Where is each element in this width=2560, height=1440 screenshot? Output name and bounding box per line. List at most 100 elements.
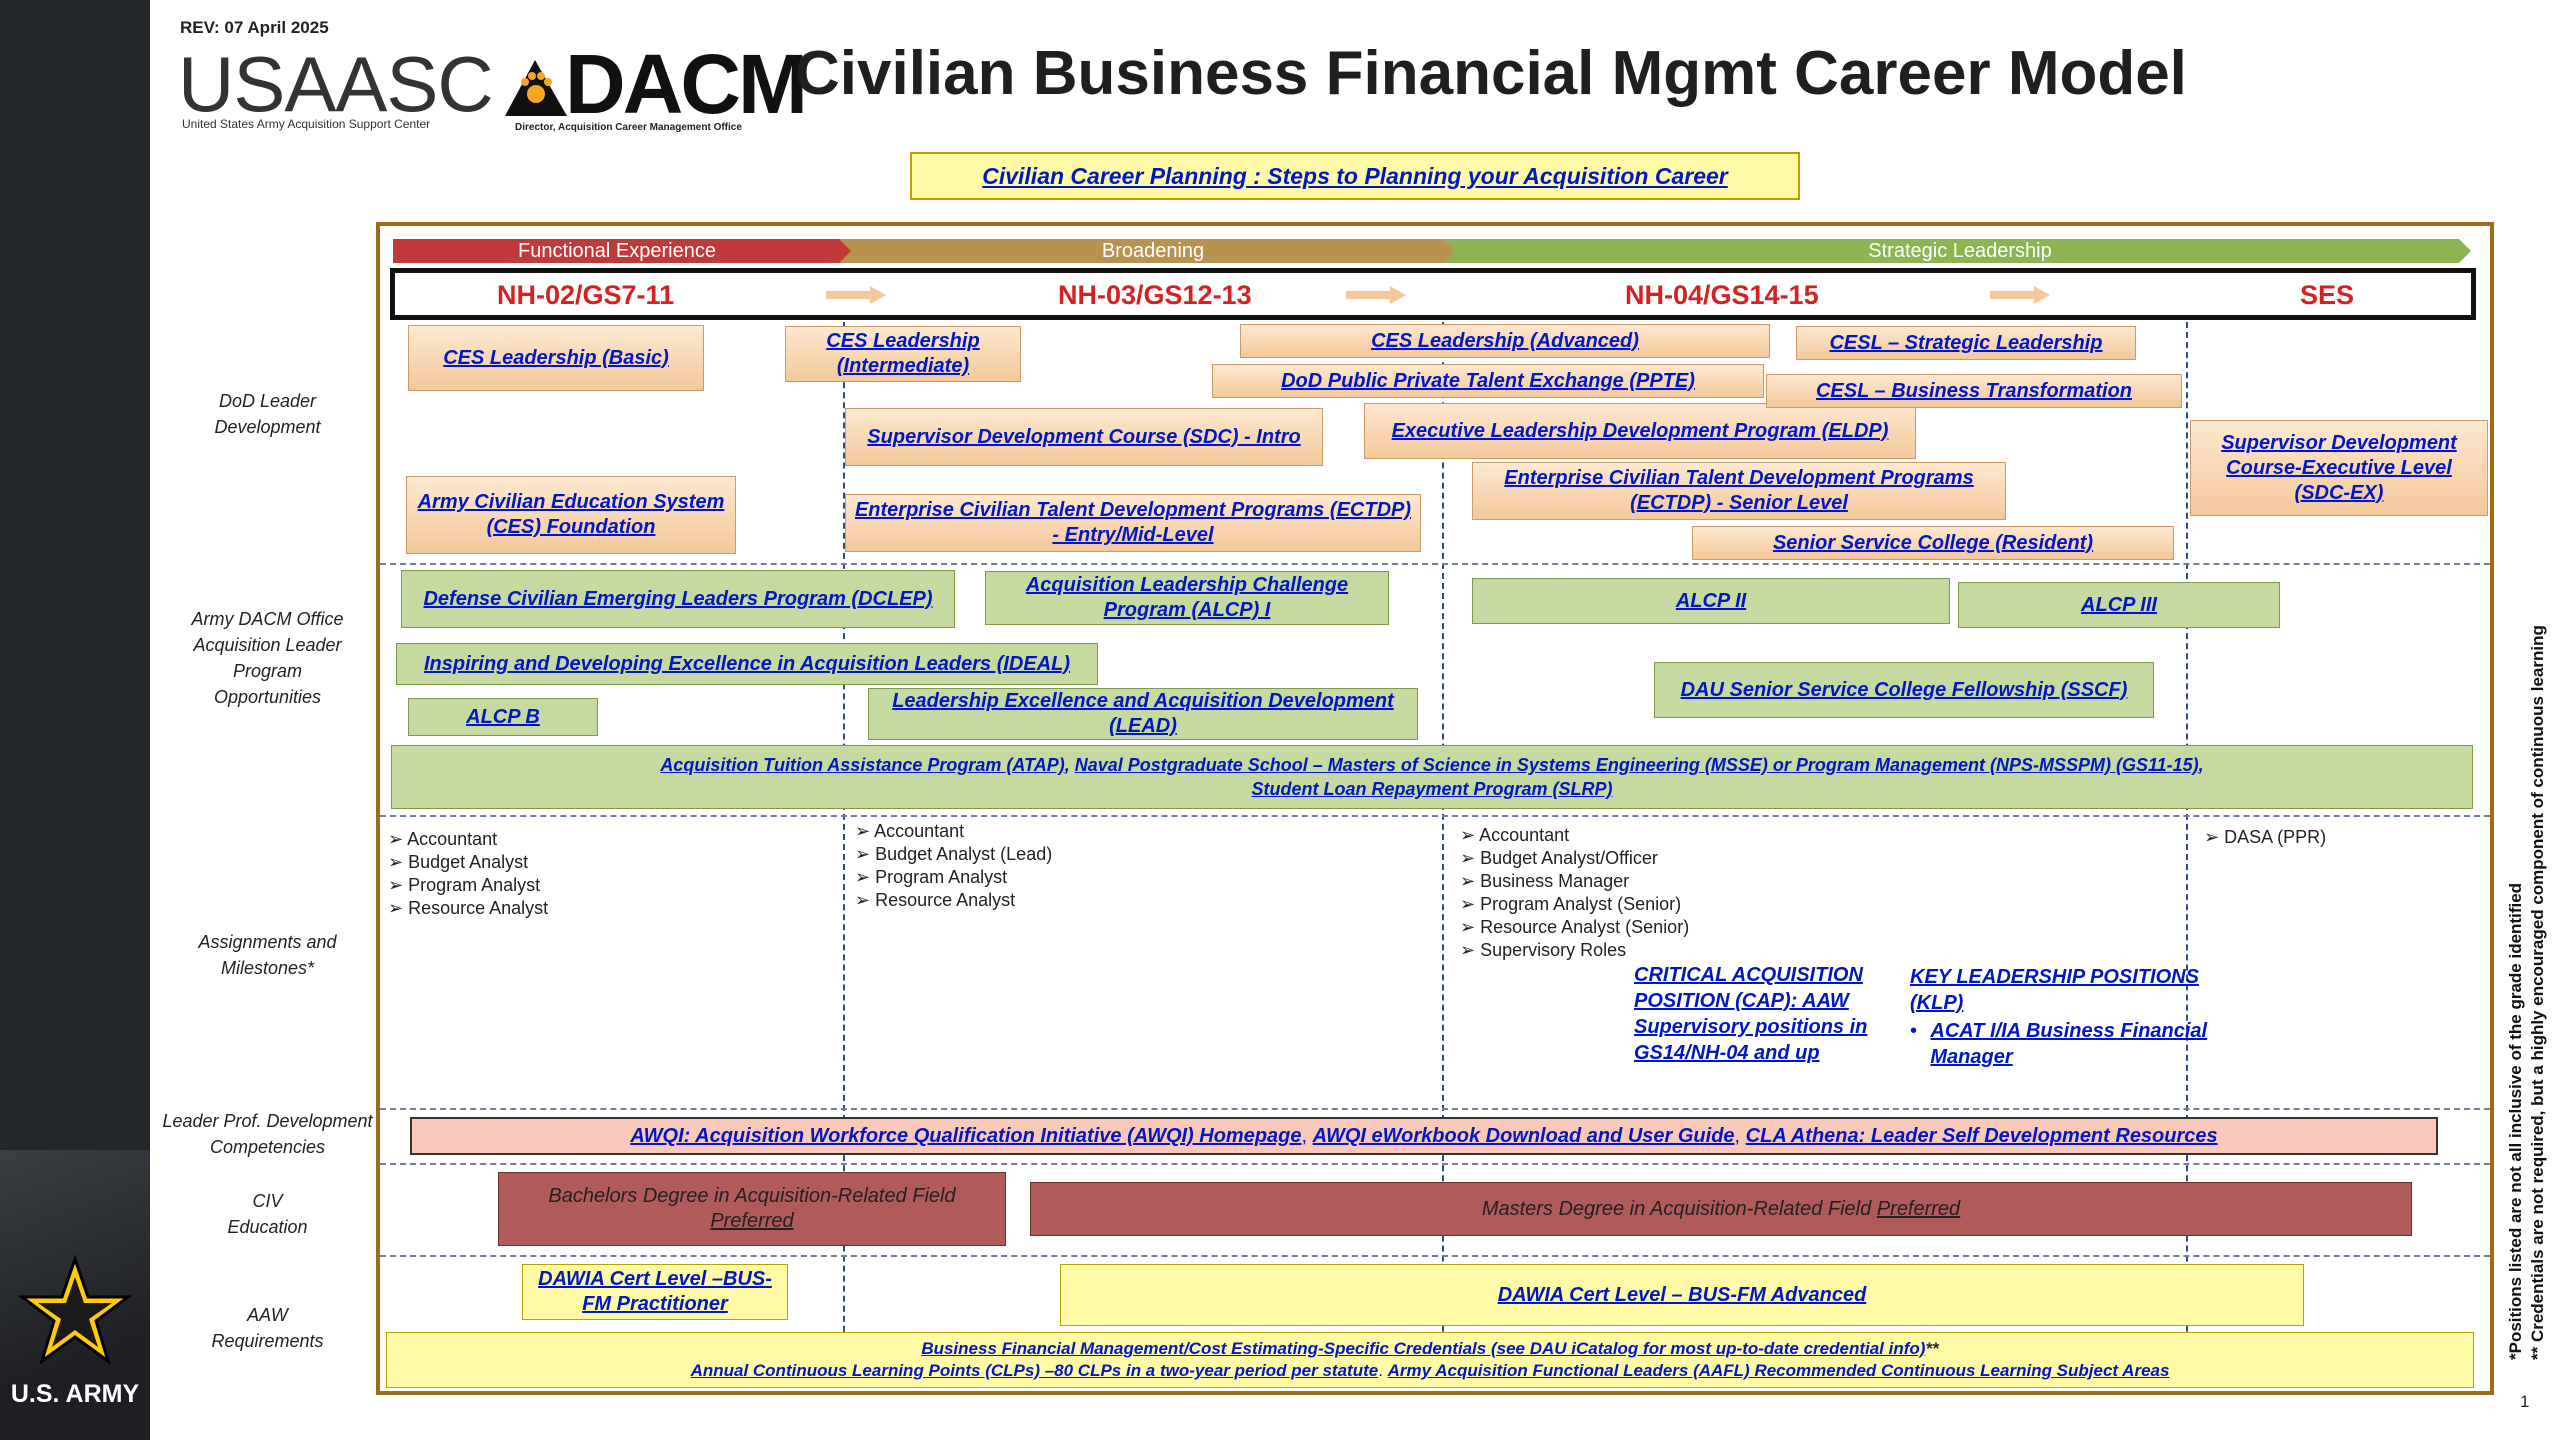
cesl-business-transformation-box: CESL – Business Transformation	[1766, 374, 2182, 408]
grade-arrow-icon	[1346, 286, 1406, 304]
footnotes: *Positions listed are not all inclusive …	[2505, 560, 2547, 1360]
ces-foundation-link[interactable]: Army Civilian Education System (CES) Fou…	[417, 491, 725, 538]
alcp-ii-link[interactable]: ALCP II	[1675, 589, 1747, 612]
sdc-intro-box: Supervisor Development Course (SDC) - In…	[845, 408, 1323, 466]
awqi-separator: ,	[1301, 1124, 1313, 1147]
sdc-executive-link[interactable]: Supervisor Development Course-Executive …	[2221, 431, 2457, 504]
cesl-business-transformation-link[interactable]: CESL – Business Transformation	[1815, 379, 2132, 402]
ces-leadership-intermediate-link[interactable]: CES Leadership (Intermediate)	[826, 330, 980, 377]
senior-service-college-box: Senior Service College (Resident)	[1692, 526, 2174, 560]
page-number: 1	[2520, 1392, 2530, 1411]
dawia-advanced-link[interactable]: DAWIA Cert Level – BUS-FM Advanced	[1497, 1283, 1867, 1306]
dawia-practitioner-box: DAWIA Cert Level –BUS-FM Practitioner	[522, 1264, 788, 1320]
list-item: Accountant	[855, 820, 1052, 843]
ces-leadership-advanced-box: CES Leadership (Advanced)	[1240, 324, 1770, 358]
grade-arrow-icon	[826, 286, 886, 304]
ideal-link[interactable]: Inspiring and Developing Excellence in A…	[423, 652, 1071, 675]
cesl-strategic-leadership-link[interactable]: CESL – Strategic Leadership	[1829, 331, 2103, 354]
column-divider	[2186, 322, 2188, 1382]
dau-icatalog-link[interactable]: (see DAU iCatalog for most up-to-date cr…	[1486, 1339, 1926, 1358]
atap-link[interactable]: Acquisition Tuition Assistance Program (…	[660, 755, 1065, 775]
awqi-eworkbook-link[interactable]: AWQI eWorkbook Download and User Guide	[1312, 1124, 1735, 1147]
dclep-link[interactable]: Defense Civilian Emerging Leaders Progra…	[423, 587, 933, 610]
nps-link[interactable]: Naval Postgraduate School – Masters of S…	[1074, 755, 2199, 775]
phase-strategic-leadership: Strategic Leadership	[1868, 239, 2052, 262]
eldp-link[interactable]: Executive Leadership Development Program…	[1391, 419, 1889, 442]
list-item: Budget Analyst (Lead)	[855, 843, 1052, 866]
credentials-box: Business Financial Management/Cost Estim…	[386, 1332, 2474, 1388]
clp-link[interactable]: Annual Continuous Learning Points (CLPs)…	[690, 1361, 1379, 1380]
usaasc-logo: USAASC	[178, 40, 494, 128]
list-item: Resource Analyst	[855, 889, 1052, 912]
list-item: Program Analyst (Senior)	[1460, 893, 1689, 916]
dacm-paw-icon	[505, 60, 567, 116]
army-sidebar	[0, 0, 150, 1440]
dawia-practitioner-link[interactable]: DAWIA Cert Level –BUS-FM Practitioner	[538, 1268, 772, 1315]
ppte-box: DoD Public Private Talent Exchange (PPTE…	[1212, 364, 1764, 398]
row-divider	[380, 1255, 2490, 1257]
klp-box: KEY LEADERSHIP POSITIONS (KLP) •ACAT I/I…	[1910, 964, 2240, 1070]
bachelors-preferred: Preferred	[710, 1210, 794, 1232]
sdc-intro-link[interactable]: Supervisor Development Course (SDC) - In…	[867, 425, 1301, 448]
atap-box: Acquisition Tuition Assistance Program (…	[391, 745, 2473, 809]
assignments-col3: Accountant Budget Analyst/Officer Busine…	[1460, 824, 1689, 962]
list-item: Supervisory Roles	[1460, 939, 1689, 962]
alcp-b-link[interactable]: ALCP B	[466, 705, 540, 728]
ces-leadership-basic-link[interactable]: CES Leadership (Basic)	[443, 346, 669, 369]
list-item: Resource Analyst	[388, 897, 548, 920]
row-label-civ-education: CIV Education	[227, 1191, 308, 1237]
usaasc-logo-subtitle: United States Army Acquisition Support C…	[182, 117, 431, 131]
senior-service-college-link[interactable]: Senior Service College (Resident)	[1772, 531, 2094, 554]
masters-degree-text: Masters Degree in Acquisition-Related Fi…	[1481, 1197, 1877, 1220]
row-label-dod-leader-development: DoD Leader Development	[214, 391, 321, 437]
row-label-leader-prof-development: Leader Prof. Development Competencies	[162, 1111, 373, 1157]
dawia-advanced-box: DAWIA Cert Level – BUS-FM Advanced	[1060, 1264, 2304, 1326]
list-item: Accountant	[1460, 824, 1689, 847]
alcp-i-box: Acquisition Leadership Challenge Program…	[985, 571, 1389, 625]
grade-ses: SES	[2300, 280, 2355, 310]
cla-athena-link[interactable]: CLA Athena: Leader Self Development Reso…	[1745, 1124, 2218, 1147]
list-item: Accountant	[388, 828, 548, 851]
ectdp-entry-mid-link[interactable]: Enterprise Civilian Talent Development P…	[854, 499, 1412, 546]
cap-box: CRITICAL ACQUISITION POSITION (CAP): AAW…	[1634, 962, 1894, 1066]
ectdp-senior-link[interactable]: Enterprise Civilian Talent Development P…	[1504, 467, 1974, 514]
list-item: DASA (PPR)	[2204, 826, 2326, 849]
credentials-link[interactable]: Business Financial Management/Cost Estim…	[921, 1339, 1487, 1358]
career-planning-link[interactable]: Civilian Career Planning : Steps to Plan…	[982, 162, 1728, 189]
grade-arrow-icon	[1990, 286, 2050, 304]
phase-arrows	[393, 239, 2471, 263]
lead-link[interactable]: Leadership Excellence and Acquisition De…	[892, 690, 1394, 737]
clp-separator: .	[1378, 1361, 1388, 1380]
ces-leadership-basic-box: CES Leadership (Basic)	[408, 325, 704, 391]
sscf-link[interactable]: DAU Senior Service College Fellowship (S…	[1680, 678, 2128, 701]
klp-link[interactable]: KEY LEADERSHIP POSITIONS (KLP)	[1910, 966, 2199, 1014]
row-divider	[380, 1108, 2490, 1110]
assignments-col4: DASA (PPR)	[2204, 826, 2326, 849]
atap-separator: ,	[1064, 755, 1075, 775]
list-item: Program Analyst	[388, 874, 548, 897]
awqi-separator: ,	[1734, 1124, 1746, 1147]
row-divider	[380, 815, 2490, 817]
army-wordmark: U.S. ARMY	[10, 1380, 140, 1408]
alcp-iii-link[interactable]: ALCP III	[2081, 593, 2157, 616]
eldp-box: Executive Leadership Development Program…	[1364, 403, 1916, 459]
slrp-link[interactable]: Student Loan Repayment Program (SLRP)	[1251, 779, 1613, 799]
page-title: Civilian Business Financial Mgmt Career …	[795, 39, 2187, 108]
alcp-i-link[interactable]: Acquisition Leadership Challenge Program…	[1025, 574, 1349, 621]
row-divider	[380, 1163, 2490, 1165]
list-item: Business Manager	[1460, 870, 1689, 893]
aafl-link[interactable]: Army Acquisition Functional Leaders (AAF…	[1387, 1361, 2170, 1380]
klp-acat-link[interactable]: ACAT I/IA Business Financial Manager	[1930, 1020, 2208, 1068]
dacm-logo-subtitle: Director, Acquisition Career Management …	[515, 122, 742, 133]
awqi-homepage-link[interactable]: AWQI: Acquisition Workforce Qualificatio…	[630, 1124, 1302, 1147]
row-label-aaw-requirements: AAW Requirements	[211, 1305, 324, 1351]
bachelors-degree-text: Bachelors Degree in Acquisition-Related …	[548, 1185, 956, 1207]
career-model-frame	[376, 222, 2494, 1395]
list-item: Budget Analyst	[388, 851, 548, 874]
ces-leadership-advanced-link[interactable]: CES Leadership (Advanced)	[1371, 329, 1639, 352]
column-divider	[1442, 322, 1444, 1382]
cap-link[interactable]: CRITICAL ACQUISITION POSITION (CAP): AAW…	[1634, 964, 1868, 1064]
cesl-strategic-leadership-box: CESL – Strategic Leadership	[1796, 326, 2136, 360]
ppte-link[interactable]: DoD Public Private Talent Exchange (PPTE…	[1281, 369, 1695, 392]
bachelors-degree-box: Bachelors Degree in Acquisition-Related …	[498, 1172, 1006, 1246]
